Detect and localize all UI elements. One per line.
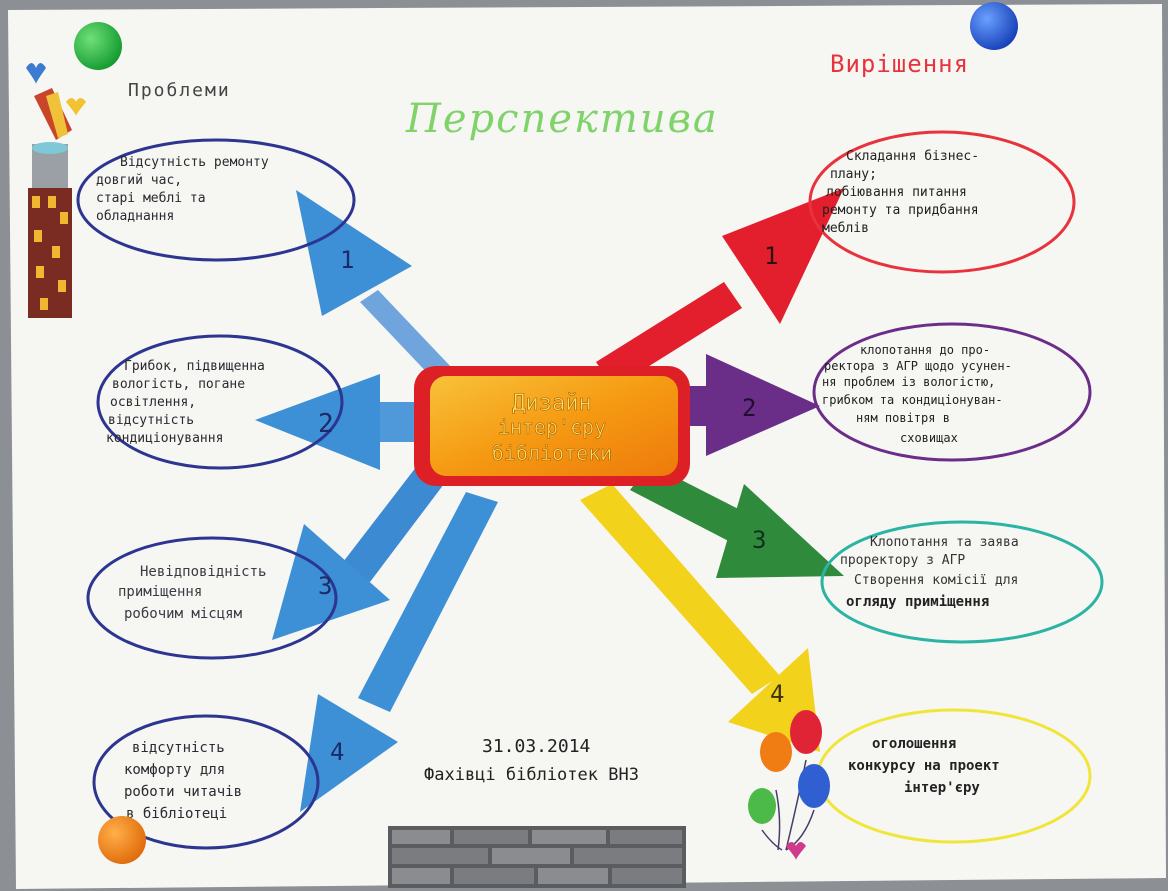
solution-3-line-2: проректору з АГР [840, 553, 965, 568]
problems-title: Проблеми [128, 80, 231, 101]
solution-3-line-4: огляду приміщення [846, 594, 989, 610]
solution-number-4: 4 [770, 680, 784, 708]
problem-2-line-2: вологість, погане [112, 377, 245, 392]
solution-4-line-3: інтер'єру [904, 780, 980, 796]
footer-authors: Фахівці бібліотек ВНЗ [424, 765, 639, 785]
solution-arrow-1 [596, 188, 844, 388]
problem-3-line-1: Невідповідність [140, 564, 266, 580]
solution-number-1: 1 [764, 242, 778, 270]
solution-2-line-3: ня проблем із вологістю, [822, 375, 995, 389]
problem-3-line-2: приміщення [118, 584, 202, 600]
solution-1-line-4: ремонту та придбання [822, 203, 979, 218]
center-line-1: Дизайн [512, 391, 591, 416]
solution-1-line-3: лобіювання питання [826, 185, 967, 200]
problem-2-line-3: освітлення, [110, 395, 196, 410]
perspective-title: Перспектива [405, 96, 719, 142]
problem-number-4: 4 [330, 738, 344, 766]
solution-number-2: 2 [742, 394, 756, 422]
problem-1-line-1: Відсутність ремонту [120, 155, 269, 170]
problem-arrow-2 [255, 374, 420, 470]
center-line-2: інтер'єру [498, 415, 606, 439]
solution-2-line-1: клопотання до про- [860, 343, 990, 357]
solution-oval-2: клопотання до про- ректора з АГР щодо ус… [812, 322, 1092, 462]
center-line-3: бібліотеки [492, 441, 612, 465]
problem-arrow-1 [296, 190, 452, 380]
problem-2-line-5: кондиціонування [106, 431, 223, 446]
solution-1-line-1: Складання бізнес- [846, 149, 979, 164]
problem-4-line-1: відсутність [132, 740, 225, 756]
center-topic: Дизайн інтер'єру бібліотеки [414, 366, 690, 486]
problem-oval-3: Невідповідність приміщення робочим місця… [86, 536, 338, 660]
solution-2-line-5: ням повітря в [856, 411, 950, 425]
solution-3-line-1: Клопотання та заява [870, 535, 1019, 550]
problem-3-line-3: робочим місцям [124, 606, 243, 622]
solution-oval-4: оголошення конкурсу на проект інтер'єру [816, 708, 1092, 844]
balloons-decoration [748, 710, 830, 860]
footer-date: 31.03.2014 [482, 736, 590, 757]
problem-4-line-4: в бібліотеці [126, 806, 227, 822]
problem-4-line-2: комфорту для [124, 762, 225, 778]
blue-magnet-icon [970, 2, 1018, 50]
problem-oval-2: Грибок, підвищенна вологість, погане осв… [96, 334, 344, 470]
orange-magnet-icon [98, 816, 146, 864]
problem-number-2: 2 [318, 409, 334, 439]
tower-decoration [26, 63, 86, 318]
solution-number-3: 3 [752, 526, 766, 554]
problem-oval-1: Відсутність ремонту довгий час, старі ме… [76, 138, 356, 262]
problem-1-line-2: довгий час, [96, 173, 182, 188]
problem-arrow-4 [300, 492, 498, 812]
solution-2-line-6: сховищах [900, 431, 958, 445]
solution-4-line-1: оголошення [872, 736, 956, 752]
solutions-title: Вирішення [830, 50, 969, 78]
solution-1-line-5: меблів [822, 221, 869, 236]
solution-oval-3: Клопотання та заява проректору з АГР Ств… [820, 520, 1104, 644]
problem-number-1: 1 [340, 246, 354, 274]
solution-1-line-2: плану; [830, 167, 877, 182]
problem-2-line-4: відсутність [108, 413, 194, 428]
solution-2-line-4: грибком та кондиціонуван- [822, 393, 1003, 407]
solution-2-line-2: ректора з АГР щодо усунен- [824, 359, 1012, 373]
green-magnet-icon [74, 22, 122, 70]
solution-4-line-2: конкурсу на проект [848, 758, 1000, 774]
problem-1-line-4: обладнання [96, 209, 174, 224]
problem-4-line-3: роботи читачів [124, 784, 242, 800]
brick-wall-decoration [388, 826, 686, 888]
solution-3-line-3: Створення комісії для [854, 573, 1018, 588]
center-fill [430, 376, 678, 476]
solution-arrow-2 [684, 354, 820, 456]
solution-oval-1: Складання бізнес- плану; лобіювання пита… [808, 130, 1076, 274]
problem-1-line-3: старі меблі та [96, 191, 206, 206]
problem-oval-4: відсутність комфорту для роботи читачів … [92, 714, 320, 850]
problem-2-line-1: Грибок, підвищенна [124, 359, 265, 374]
problem-number-3: 3 [318, 572, 332, 600]
